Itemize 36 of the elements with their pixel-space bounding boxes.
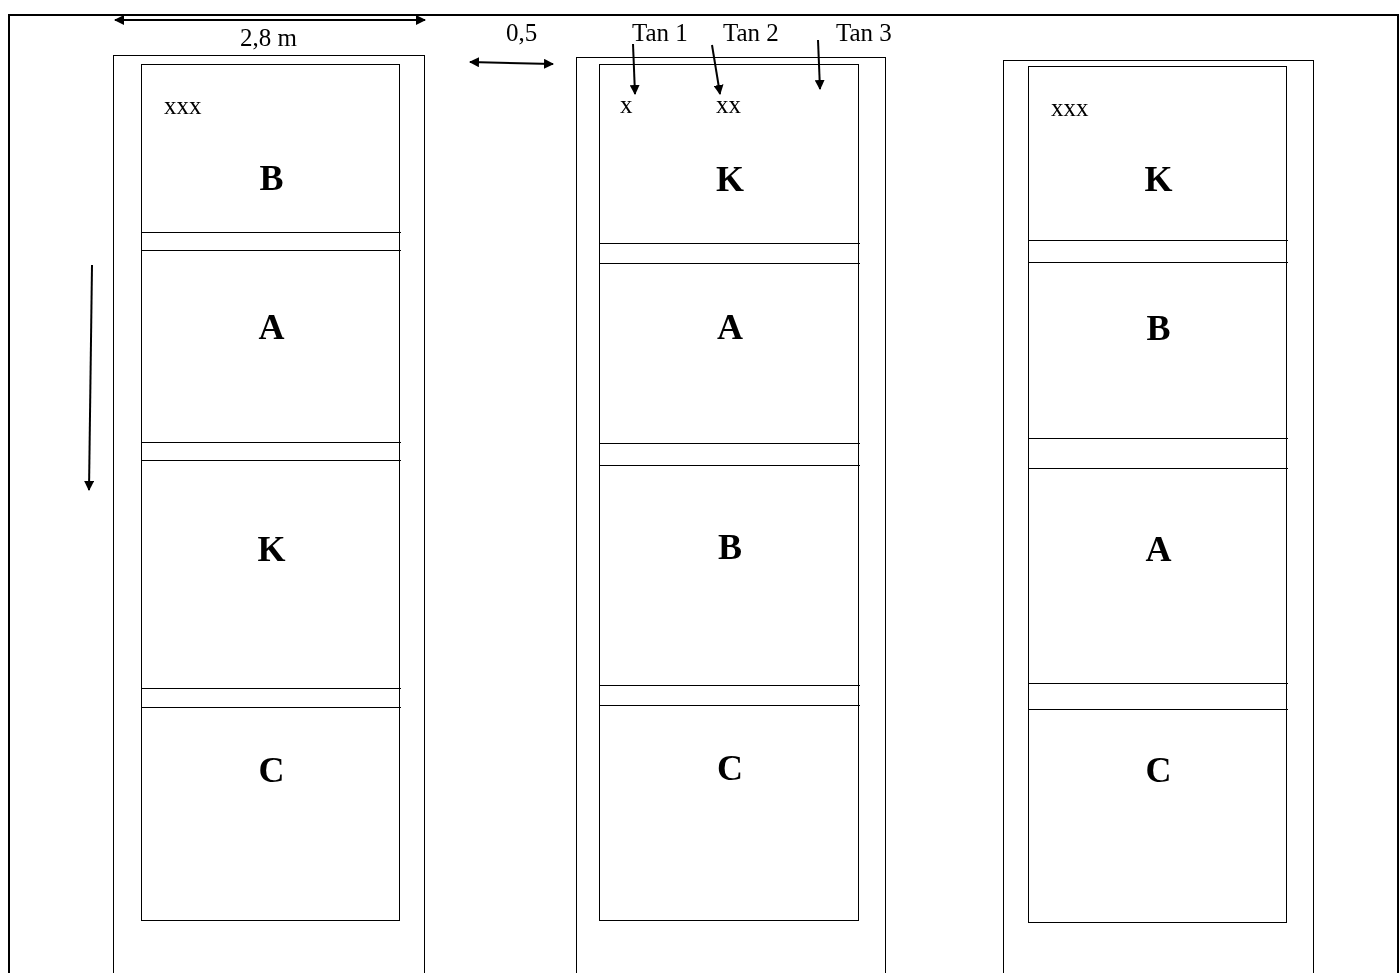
plot-cell [142,250,401,443]
plot-cell [142,460,401,689]
row-mark: x [620,92,633,117]
plot-frame [1028,66,1287,923]
plot-cell [1029,468,1288,684]
plot-frame [141,64,400,921]
leader-arrow [629,43,640,95]
leader-label: Tan 1 [632,20,688,45]
treatment-letter: A [717,309,743,345]
dimension-label: 2,8 m [240,25,297,50]
row-mark: xx [716,92,741,117]
leader-arrow [814,39,825,90]
plot-strip [576,57,886,973]
row-mark: xxx [164,93,202,118]
dimension-label: 0,5 [506,20,538,45]
plot-strip [113,55,425,973]
plot-strip [1003,60,1314,973]
treatment-letter: K [1144,161,1173,197]
plot-cell [1029,262,1288,439]
treatment-letter: C [258,752,285,788]
treatment-letter: C [717,750,743,786]
plot-frame [599,64,859,921]
plot-cell [600,263,860,444]
plot-cell [600,465,860,686]
treatment-letter: B [1146,310,1171,346]
leader-label: Tan 3 [836,20,892,45]
treatment-letter: B [259,160,284,196]
treatment-letter: C [1145,752,1172,788]
treatment-letter: A [258,309,285,345]
treatment-letter: K [716,161,744,197]
leader-label: Tan 2 [723,20,779,45]
treatment-letter: B [718,529,742,565]
treatment-letter: K [257,531,286,567]
leader-arrow [711,44,724,95]
row-mark: xxx [1051,95,1089,120]
treatment-letter: A [1145,531,1172,567]
